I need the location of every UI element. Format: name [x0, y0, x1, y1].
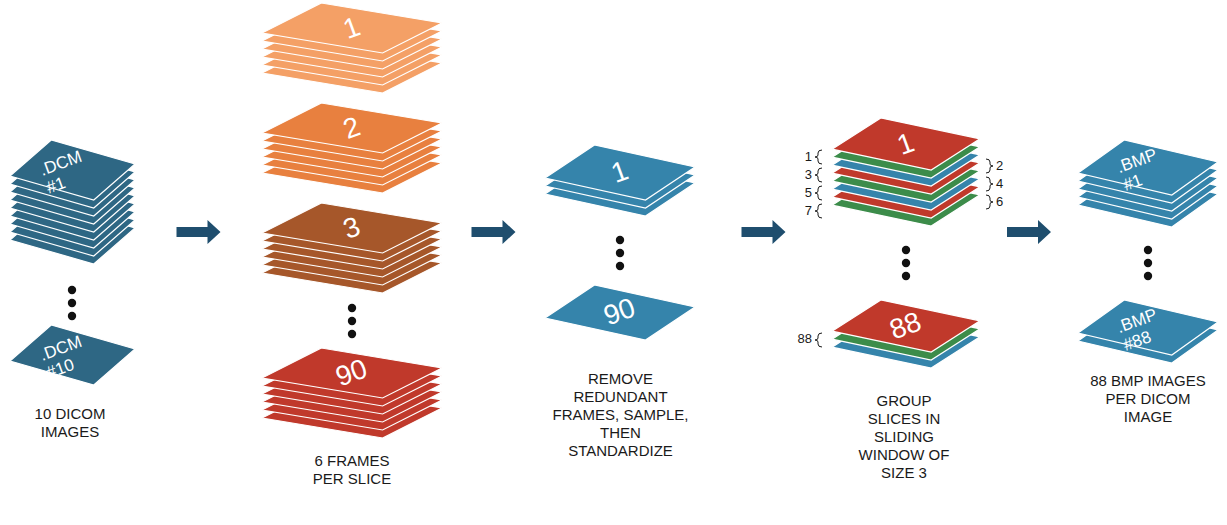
tile-text-holder: .BMP #88: [1078, 300, 1218, 355]
slice-tile: 1: [545, 145, 695, 200]
tile-text-holder: 3: [262, 203, 442, 253]
tile-text-holder: .DCM #10: [10, 325, 135, 385]
ellipsis-dot: [616, 262, 624, 270]
block-arrow: [472, 220, 516, 244]
ellipsis-dot: [1144, 272, 1152, 280]
tile-label: 90: [600, 293, 640, 333]
ellipsis-dot: [68, 312, 76, 320]
tile-text-holder: 2: [262, 103, 442, 153]
tile-label: 1: [893, 127, 918, 161]
frame-stack: 3: [262, 203, 442, 253]
tile-label: 1: [339, 11, 364, 45]
window-brace: [815, 204, 822, 218]
stage-caption: 10 DICOM IMAGES: [5, 405, 135, 441]
window-number: 4: [996, 176, 1022, 192]
window-number: 7: [786, 203, 812, 219]
ellipsis-dot: [68, 299, 76, 307]
block-arrow: [742, 220, 786, 244]
tile-label: .BMP #1: [1114, 140, 1181, 195]
ellipsis-dot: [616, 236, 624, 244]
tile-label: 2: [339, 111, 364, 145]
window-brace: [815, 333, 822, 347]
tile-text-holder: .DCM #1: [10, 140, 135, 200]
frame-stack: 1: [262, 3, 442, 53]
ellipsis-dot: [1144, 259, 1152, 267]
window-number: 2: [996, 158, 1022, 174]
tile-label: .DCM #1: [37, 142, 108, 198]
tile-text-holder: 1: [262, 3, 442, 53]
window-number: 6: [996, 194, 1022, 210]
window-brace: [986, 159, 993, 173]
stage-caption: 88 BMP IMAGES PER DICOM IMAGE: [1088, 372, 1208, 426]
tile-label: .BMP #88: [1114, 300, 1181, 355]
block-arrow: [177, 220, 221, 244]
block-arrow: [1007, 220, 1051, 244]
window-number: 1: [786, 149, 812, 165]
stage-caption: REMOVE REDUNDANT FRAMES, SAMPLE, THEN ST…: [548, 370, 693, 460]
stage-caption: GROUP SLICES IN SLIDING WINDOW OF SIZE 3: [850, 392, 958, 482]
ellipsis-dot: [348, 317, 356, 325]
ellipsis-dot: [348, 304, 356, 312]
window-number: 5: [786, 185, 812, 201]
ellipsis-dot: [902, 272, 910, 280]
tile-label: 88: [886, 306, 926, 346]
ellipsis-dot: [1144, 246, 1152, 254]
ellipsis-dot: [348, 330, 356, 338]
ellipsis-dot: [616, 249, 624, 257]
slice-tile: 90: [545, 285, 695, 340]
window-brace: [815, 150, 822, 164]
tile-label: 1: [607, 155, 632, 189]
tile-label: .DCM #10: [37, 327, 108, 383]
window-brace: [986, 195, 993, 209]
tile-text-holder: 1: [832, 118, 980, 170]
tile-label: 90: [332, 353, 372, 393]
window-number: 88: [786, 331, 812, 347]
tile-text-holder: 90: [262, 348, 442, 398]
bmp-tile: .BMP #1: [1078, 140, 1218, 195]
tile-text-holder: 90: [545, 285, 695, 340]
ellipsis-dot: [902, 246, 910, 254]
stage-caption: 6 FRAMES PER SLICE: [297, 452, 407, 488]
dicom-tile: .DCM #1: [10, 140, 135, 200]
tile-text-holder: 1: [545, 145, 695, 200]
dicom-tile: .DCM #10: [10, 325, 135, 385]
tile-text-holder: .BMP #1: [1078, 140, 1218, 195]
frame-stack: 2: [262, 103, 442, 153]
frame-stack: 90: [262, 348, 442, 398]
window-stack: 88: [832, 300, 980, 352]
window-brace: [815, 186, 822, 200]
window-brace: [815, 168, 822, 182]
window-stack: 1: [832, 118, 980, 170]
ellipsis-dot: [902, 259, 910, 267]
tile-text-holder: 88: [832, 300, 980, 352]
window-number: 3: [786, 167, 812, 183]
tile-label: 3: [339, 211, 364, 245]
window-brace: [986, 177, 993, 191]
ellipsis-dot: [68, 286, 76, 294]
bmp-tile: .BMP #88: [1078, 300, 1218, 355]
